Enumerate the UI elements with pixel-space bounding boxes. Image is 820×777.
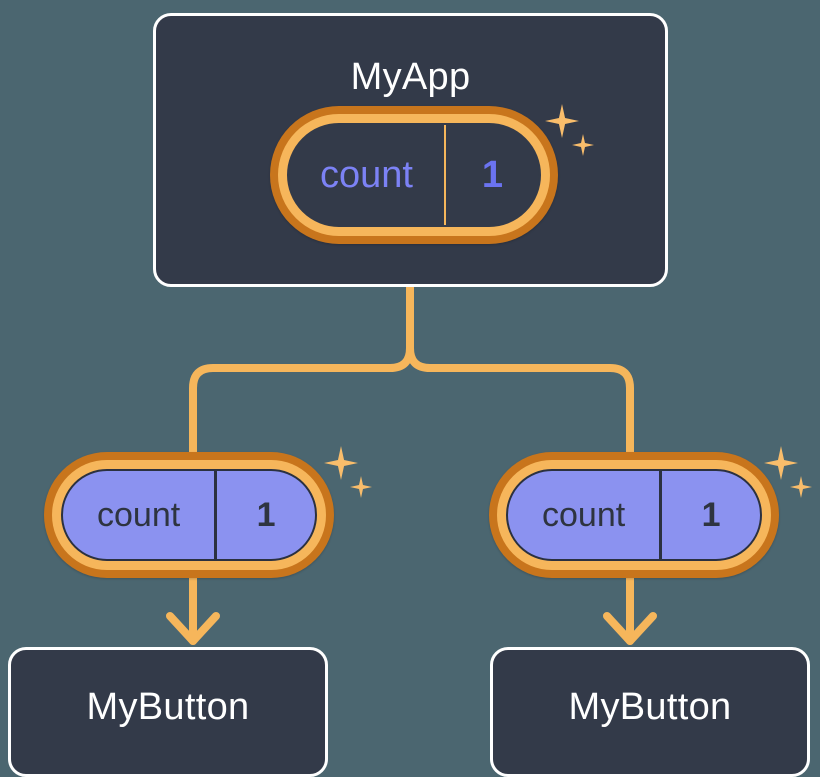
state-value-label: 1 xyxy=(481,153,504,196)
state-key-label: count xyxy=(63,471,218,559)
down-arrow-icon-right xyxy=(603,571,657,645)
state-pill-child-right[interactable]: count 1 xyxy=(489,452,779,578)
pill-ring-inner: count 1 xyxy=(52,460,326,570)
component-box-mybutton-right[interactable]: MyButton xyxy=(490,647,810,777)
state-pill-root[interactable]: count 1 xyxy=(270,106,558,244)
sparkle-icon-small xyxy=(790,476,812,498)
state-key-label: count xyxy=(289,125,446,225)
state-pill-child-left[interactable]: count 1 xyxy=(44,452,334,578)
pill-body: count 1 xyxy=(287,123,541,227)
component-title-myapp: MyApp xyxy=(350,56,471,98)
state-key-label: count xyxy=(508,471,663,559)
state-value-label: 1 xyxy=(701,495,721,534)
sparkle-icon-large xyxy=(764,446,798,480)
down-arrow-icon-left xyxy=(166,571,220,645)
component-title-mybutton-left: MyButton xyxy=(86,686,250,728)
sparkle-icon-large xyxy=(324,446,358,480)
component-box-mybutton-left[interactable]: MyButton xyxy=(8,647,328,777)
tree-branch-connector-right xyxy=(406,344,634,459)
pill-body: count 1 xyxy=(61,469,317,561)
sparkle-icon-small xyxy=(350,476,372,498)
pill-ring-inner: count 1 xyxy=(278,114,550,236)
state-value-label: 1 xyxy=(256,495,276,534)
pill-ring-inner: count 1 xyxy=(497,460,771,570)
component-title-mybutton-right: MyButton xyxy=(568,686,732,728)
pill-body: count 1 xyxy=(506,469,762,561)
tree-branch-connector xyxy=(189,283,414,459)
